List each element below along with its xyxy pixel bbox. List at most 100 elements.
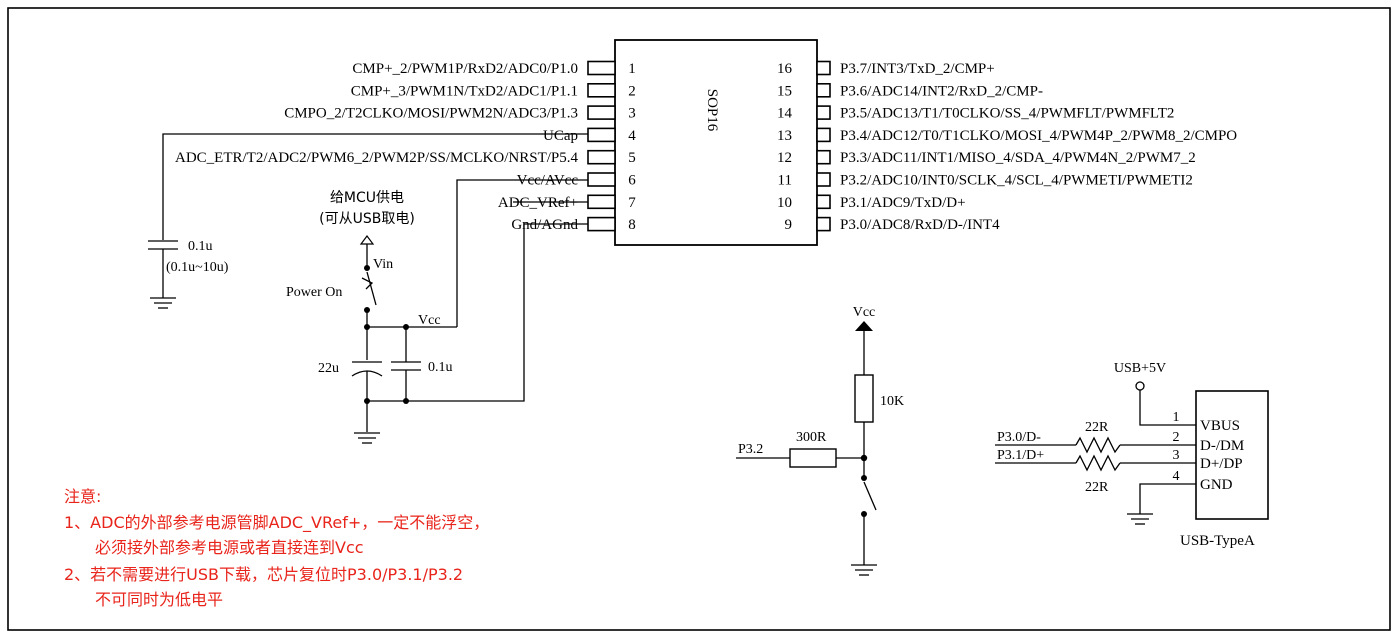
usb-vcc-label: USB+5V [1114,361,1166,376]
pin-label: P3.5/ADC13/T1/T0CLKO/SS_4/PWMFLT/PWMFLT2 [840,106,1174,122]
usb-pin-number: 4 [1173,469,1180,484]
pin-stub [816,83,831,98]
vbus-wire [1139,390,1196,426]
usb-pin-number: 1 [1173,410,1180,425]
usb-connector-name: USB-TypeA [1180,533,1255,549]
ic-pin-8: 8 Gnd/AGnd [511,216,636,233]
note-line-2: 必须接外部参考电源或者直接连到Vcc [95,538,364,557]
ic-sop16: SOP16 [614,39,818,246]
power-switch-label: Power On [286,285,342,300]
ground-symbol [150,297,176,309]
usb-pin-3: 3D+/DP [1173,448,1243,472]
pin-label: ADC_ETR/T2/ADC2/PWM6_2/PWM2P/SS/MCLKO/NR… [175,150,578,166]
drawing-frame [7,7,1391,631]
pin-stub [587,149,616,165]
usb-connector-body [1195,390,1269,520]
note-line-1: 1、ADC的外部参考电源管脚ADC_VRef+，一定不能浮空， [64,513,489,533]
ic-pin-10: 10 P3.1/ADC9/TxD/D+ [777,194,966,211]
pin-number: 10 [777,195,792,211]
ic-name: SOP16 [704,89,720,132]
ic-pin-4: 4 UCap [543,127,636,144]
pin-number: 4 [628,128,636,144]
resistor-300r [789,448,837,468]
pin-label: CMP+_3/PWM1N/TxD2/ADC1/P1.1 [351,83,578,99]
pin-label: ADC_VRef+ [498,195,578,211]
ucap-range: (0.1u~10u) [166,260,229,275]
pin-number: 11 [778,173,792,189]
note-title: 注意: [64,487,101,506]
pin-label: CMPO_2/T2CLKO/MOSI/PWM2N/ADC3/P1.3 [284,106,578,122]
vin-arrow-icon [359,235,375,245]
usb-pin-2: 2D-/DM [1173,430,1245,454]
pin-stub [587,194,616,210]
pin-stub [587,172,616,187]
resistor-10k [854,374,874,423]
ic-pin-15: 15 P3.6/ADC14/INT2/RxD_2/CMP- [777,83,1043,99]
pin-label: UCap [543,128,578,144]
pin-stub [816,149,831,165]
ground-symbol [1127,513,1153,525]
p32-net-label: P3.2 [738,442,763,457]
ic-pin-2: 2 CMP+_3/PWM1N/TxD2/ADC1/P1.1 [351,83,636,99]
ucap-circuit: 0.1u (0.1u~10u) [148,133,588,309]
cap1-value: 22u [318,361,339,376]
pin-number: 14 [777,106,793,122]
pin-label: P3.4/ADC12/T0/T1CLKO/MOSI_4/PWM4P_2/PWM8… [840,128,1237,144]
cap2-value: 0.1u [428,360,453,375]
pin-label: Gnd/AGnd [511,217,578,233]
pin-stub [816,172,831,187]
pin-stub [587,83,616,98]
pin-number: 5 [628,150,636,166]
pin-label: CMP+_2/PWM1P/RxD2/ADC0/P1.0 [352,61,578,77]
usb-pin-label: D-/DM [1200,438,1244,454]
power-title-2: (可从USB取电) [319,211,415,227]
pin-number: 8 [628,217,636,233]
power-circuit: 给MCU供电 (可从USB取电) Vin Power On Vcc 22u 0.… [286,179,588,444]
power-title-1: 给MCU供电 [330,190,404,206]
pin-number: 2 [628,83,636,99]
note-line-3: 2、若不需要进行USB下载，芯片复位时P3.0/P3.1/P3.2 [64,565,463,584]
gnd-to-pin8-wire [367,223,588,402]
pin-number: 15 [777,83,792,99]
pin-label: P3.6/ADC14/INT2/RxD_2/CMP- [840,83,1043,99]
pin-stub [816,216,831,232]
usb-vcc-terminal-icon [1135,381,1145,391]
ucap-wire [162,133,588,240]
pin-stub [587,60,616,76]
pin-stub [587,127,616,143]
resistor-300r-label: 300R [796,430,827,445]
ic-body [614,39,818,246]
pin-number: 6 [628,173,636,189]
usb-pin-label: D+/DP [1200,456,1243,472]
pin-label: P3.1/ADC9/TxD/D+ [840,195,966,211]
r2-label: 22R [1085,480,1109,495]
usb-pin-number: 3 [1173,448,1180,463]
pin-number: 3 [628,106,636,122]
power-switch-lever [366,271,377,306]
ic-pin-14: 14 P3.5/ADC13/T1/T0CLKO/SS_4/PWMFLT/PWMFL… [777,105,1174,122]
switch2-terminal-top [861,475,867,481]
resistor-22r-1 [1075,436,1121,454]
usb-pin-label: GND [1200,477,1233,493]
usb-pin-label: VBUS [1200,418,1240,434]
p32-circuit: Vcc 10K 300R P3.2 [736,305,904,576]
vcc-arrow-icon [855,321,873,331]
pin-stub [587,216,616,232]
pin-number: 13 [777,128,792,144]
pin-number: 12 [777,150,792,166]
switch-terminal-top [364,265,370,271]
net-dminus-label: P3.0/D- [997,430,1041,445]
pin-label: P3.0/ADC8/RxD/D-/INT4 [840,217,1000,233]
vcc-to-pin6-wire [456,179,588,327]
usb-pin-number: 2 [1173,430,1180,445]
ucap-value: 0.1u [188,239,213,254]
